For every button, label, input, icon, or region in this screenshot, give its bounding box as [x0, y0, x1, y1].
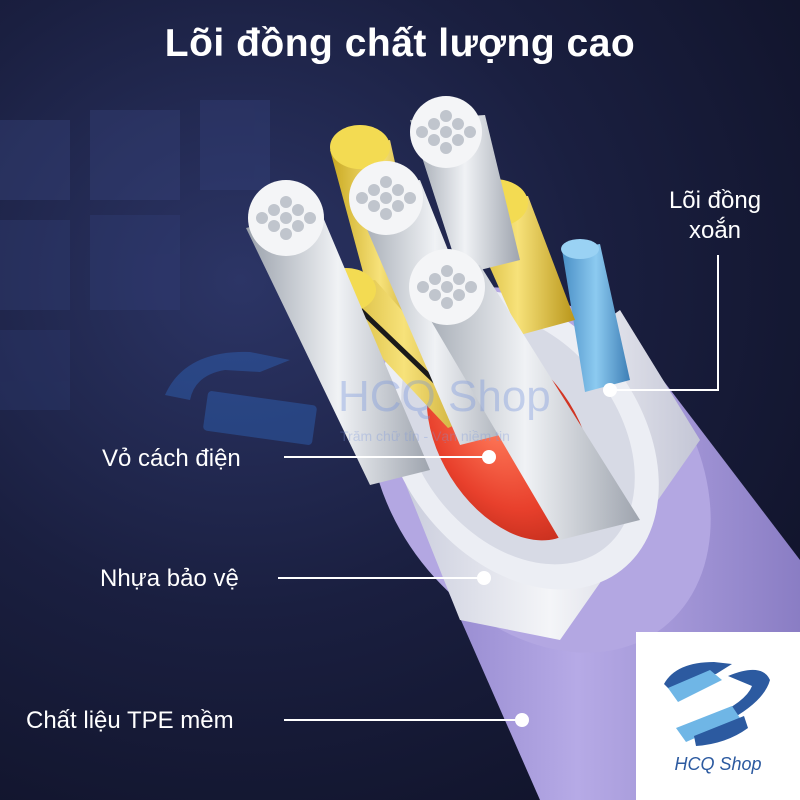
page-title: Lõi đồng chất lượng cao: [164, 22, 636, 65]
callout-lines: [278, 255, 719, 721]
label-stranded-copper-core: Lõi đồng xoắn: [640, 186, 790, 246]
callout-dots: [477, 383, 617, 727]
label-core-line1: Lõi đồng: [668, 187, 762, 214]
background-window: [0, 100, 270, 410]
watermark-slogan: Trăm chữ tín - Vạn niềm tin: [340, 428, 510, 444]
brand-logo: HCQ Shop: [636, 632, 800, 800]
watermark-name: HCQ Shop: [338, 372, 551, 421]
copper-strand-bundle: [410, 96, 520, 275]
label-protective-plastic: Nhựa bảo vệ: [100, 565, 239, 592]
blue-wire: [561, 239, 630, 392]
copper-strand-bundle: [246, 180, 430, 485]
label-core-line2: xoắn: [688, 217, 742, 244]
watermark-logo-icon: [165, 351, 317, 445]
cable-logo-icon: [664, 662, 770, 746]
label-insulation: Vỏ cách điện: [102, 445, 241, 472]
logo-text: HCQ Shop: [674, 754, 762, 774]
label-tpe-material: Chất liệu TPE mềm: [26, 707, 234, 734]
copper-strand-bundle: [409, 249, 640, 540]
